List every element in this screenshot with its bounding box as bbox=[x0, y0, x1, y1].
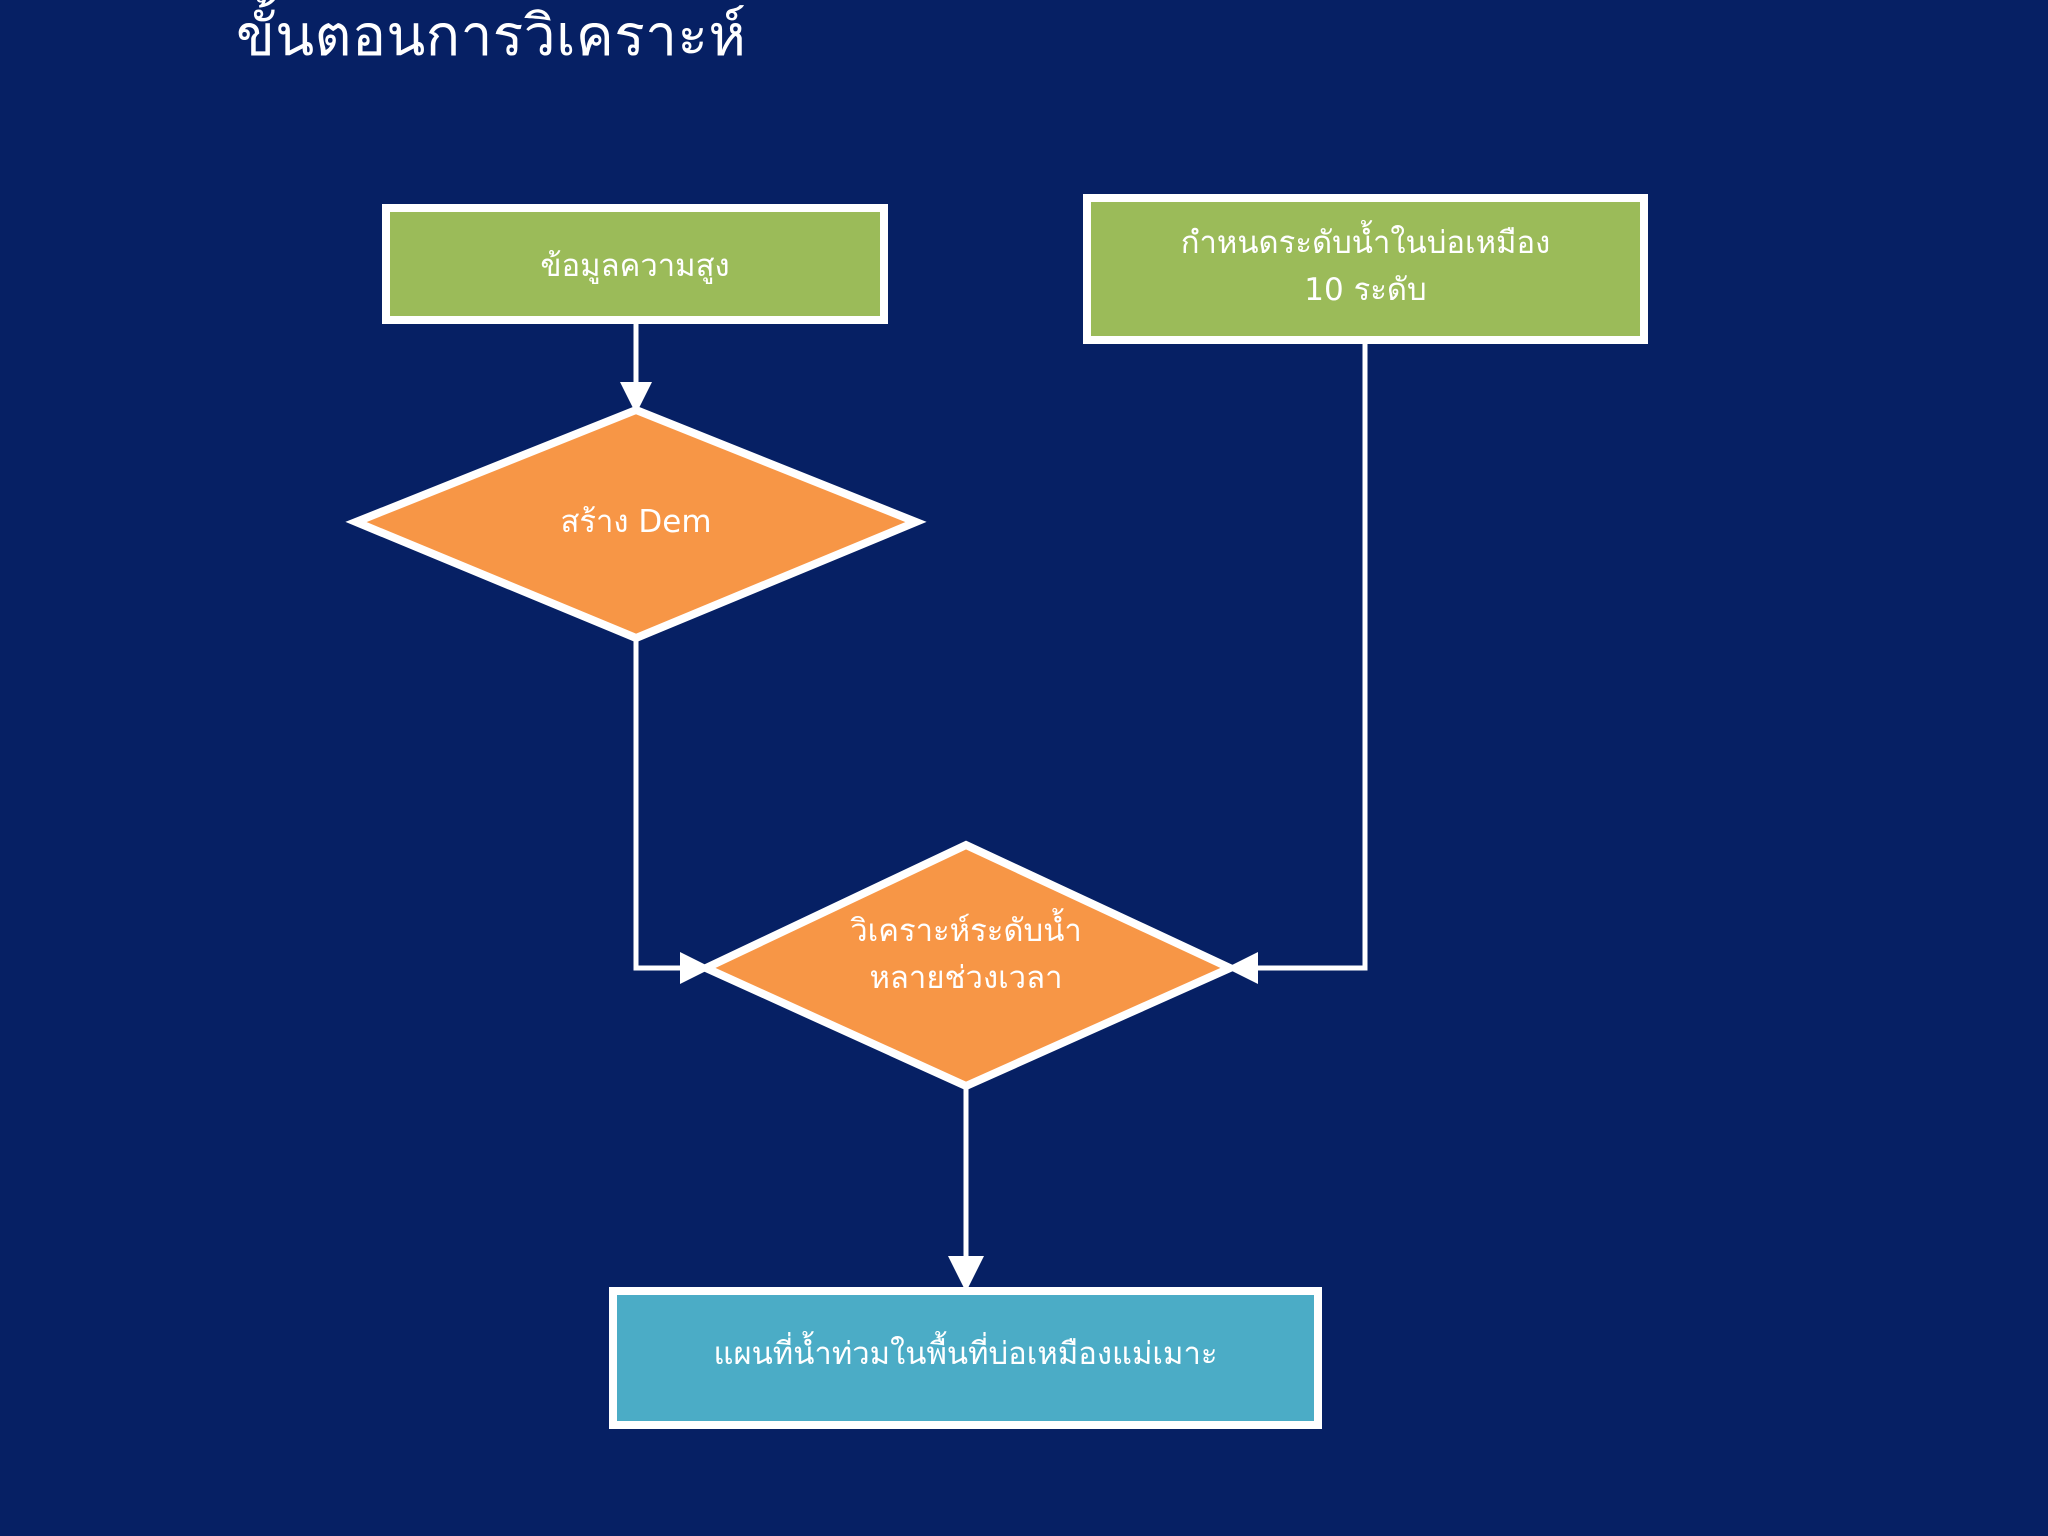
edge-levels-to-analyze bbox=[1226, 340, 1368, 984]
node-elevation-data[interactable] bbox=[382, 204, 888, 324]
node-analyze-water-level[interactable] bbox=[696, 840, 1240, 1091]
edge-dem-to-analyze bbox=[633, 638, 712, 984]
node-set-water-level[interactable] bbox=[1083, 194, 1648, 344]
node-flood-map[interactable] bbox=[609, 1287, 1322, 1429]
edge-analyze-to-map bbox=[948, 1086, 984, 1292]
page-title: ขั้นตอนการวิเคราะห์ bbox=[236, 3, 747, 69]
node-create-dem[interactable] bbox=[345, 405, 927, 643]
edge-elevation-to-dem bbox=[620, 322, 652, 414]
